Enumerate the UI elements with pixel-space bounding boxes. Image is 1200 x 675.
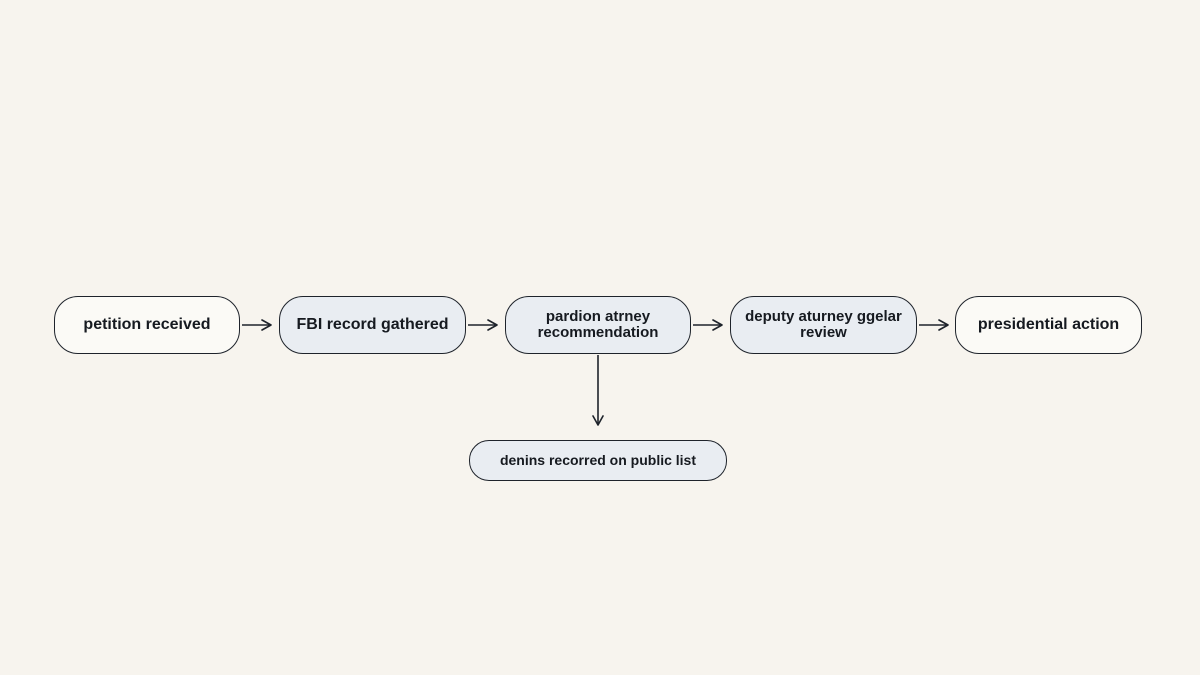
node-presidential-action: presidential action <box>955 296 1142 354</box>
node-fbi-record-gathered: FBI record gathered <box>279 296 466 354</box>
node-pardon-attorney-recommendation: pardion atrney recommendation <box>505 296 691 354</box>
node-label: denins recorred on public list <box>499 451 697 468</box>
node-label: pardion atrney recommendation <box>537 307 659 341</box>
node-label: deputy aturney ggelar review <box>745 307 902 341</box>
node-denials-recorded: denins recorred on public list <box>469 440 727 481</box>
node-label: petition received <box>83 316 211 334</box>
node-label: presidential action <box>977 316 1120 334</box>
node-label: FBI record gathered <box>296 316 449 334</box>
node-deputy-attorney-general-review: deputy aturney ggelar review <box>730 296 917 354</box>
node-petition-received: petition received <box>54 296 240 354</box>
